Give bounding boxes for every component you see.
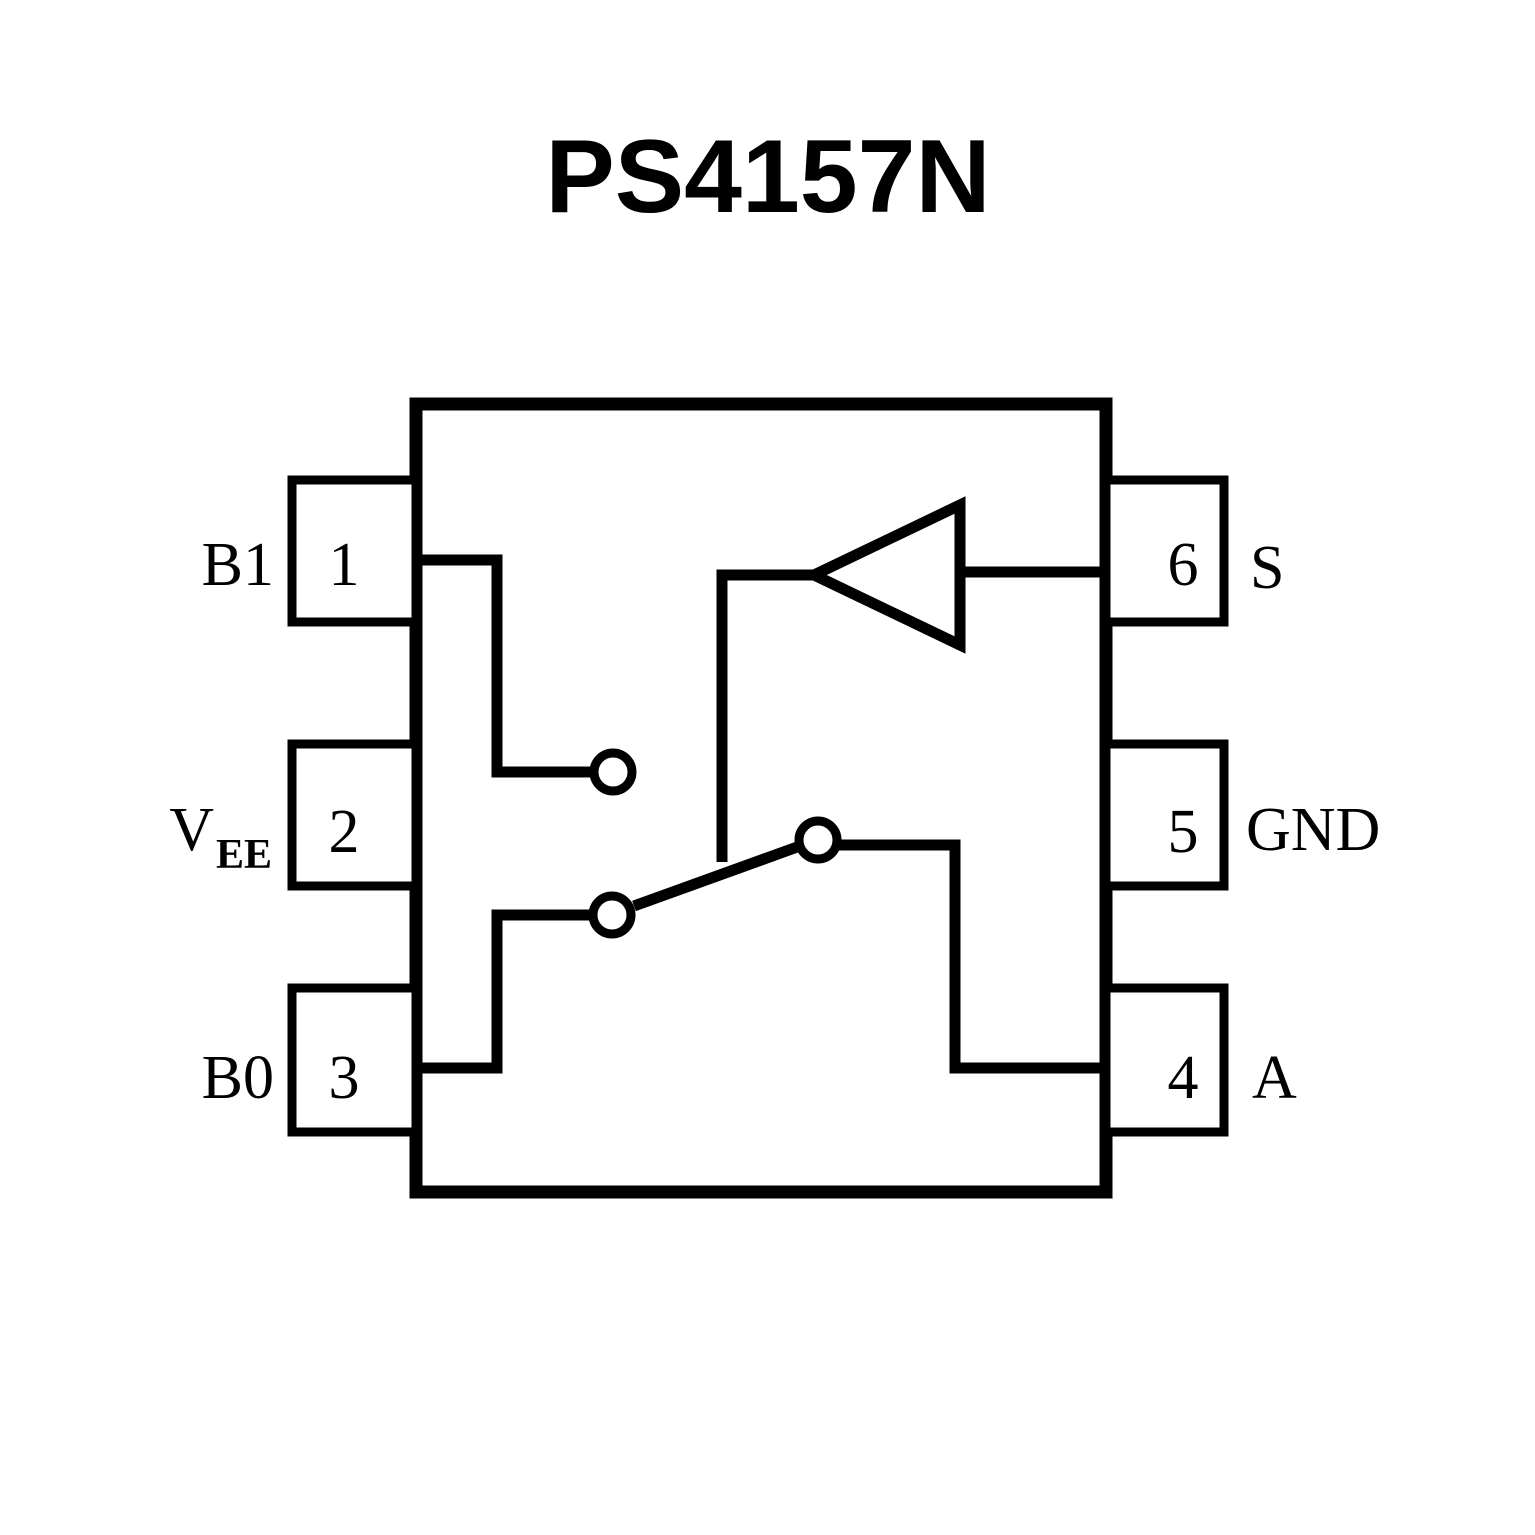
pin-number-6: 6 — [1168, 531, 1199, 599]
pin-number-2: 2 — [329, 798, 360, 866]
pin-label-b0: B0 — [202, 1044, 274, 1112]
pin-box-5 — [1101, 739, 1229, 891]
pin-box-1 — [287, 475, 421, 627]
trace-pin3-to-contact — [416, 909, 591, 1074]
pin-label-b1: B1 — [202, 531, 274, 599]
switch-contact-b1 — [589, 748, 637, 796]
pin-box-4 — [1101, 983, 1229, 1137]
trace-inverter-to-switch — [716, 569, 814, 862]
pin-box-6 — [1101, 475, 1229, 627]
switch-pole — [794, 816, 842, 864]
pin-number-1: 1 — [329, 531, 360, 599]
pin-number-3: 3 — [329, 1044, 360, 1112]
pin-label-vee-main: V — [169, 796, 214, 864]
chip-title: PS4157N — [545, 119, 990, 235]
inverter-icon — [801, 496, 966, 654]
trace-pin1-to-contact — [416, 554, 592, 778]
pin-box-2 — [287, 739, 421, 891]
chip-body — [409, 397, 1113, 1199]
pin-label-gnd: GND — [1246, 796, 1380, 864]
pin-box-3 — [287, 983, 421, 1137]
pin-label-a: A — [1252, 1044, 1297, 1112]
pin-label-vee-sub: EE — [216, 832, 272, 878]
pin-number-5: 5 — [1168, 798, 1199, 866]
pin-label-s: S — [1250, 534, 1284, 602]
trace-pole-to-pin4 — [837, 839, 1106, 1074]
switch-arm — [632, 840, 802, 912]
pin-number-4: 4 — [1168, 1044, 1199, 1112]
switch-contact-b0 — [588, 891, 636, 939]
